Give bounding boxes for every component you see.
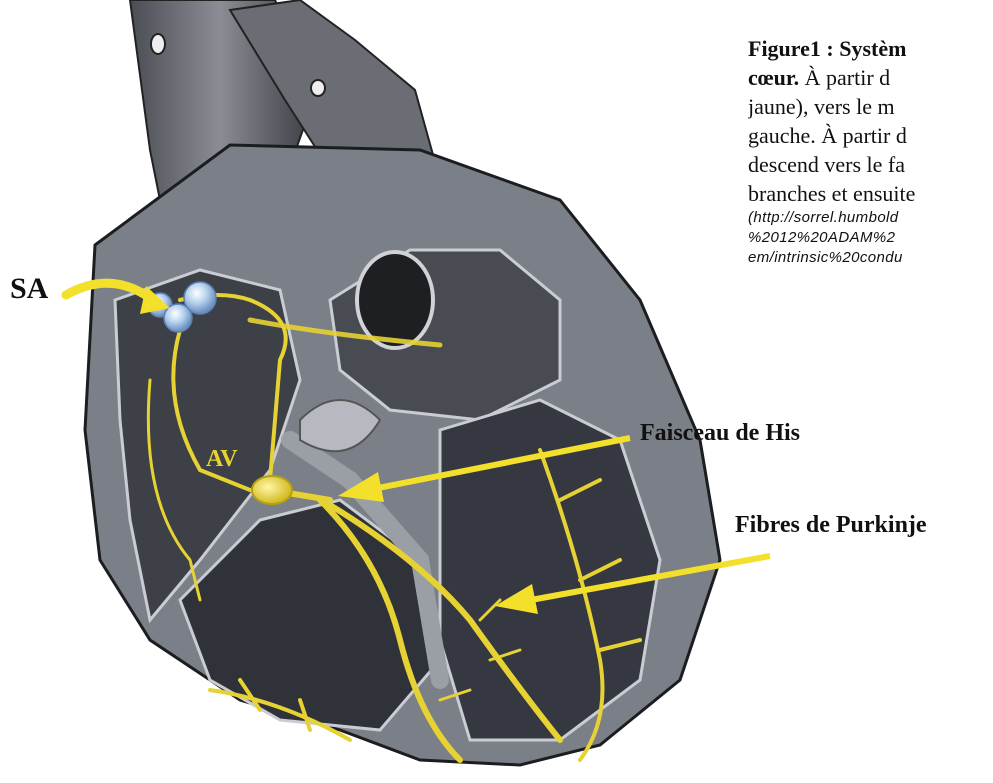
figure-caption: Figure1 : Systèm cœur. À partir d jaune)…	[748, 34, 993, 268]
caption-bold-word: cœur.	[748, 65, 799, 90]
av-label: AV	[206, 446, 238, 473]
caption-source-url-1: (http://sorrel.humbold	[748, 208, 993, 228]
caption-source-url-3: em/intrinsic%20condu	[748, 248, 993, 268]
vessel-opening-1	[151, 34, 165, 54]
vessel-opening-2	[311, 80, 325, 96]
caption-line-6: branches et ensuite	[748, 179, 993, 208]
caption-title: Figure1 : Systèm	[748, 34, 993, 63]
caption-source-url-2: %2012%20ADAM%2	[748, 228, 993, 248]
caption-line-3: jaune), vers le m	[748, 92, 993, 121]
av-node	[252, 476, 292, 504]
caption-line-2-rest: À partir d	[799, 65, 890, 90]
purkinje-label: Fibres de Purkinje	[735, 512, 927, 539]
pulmonary-vein-opening	[357, 252, 433, 348]
his-bundle-label: Faisceau de His	[640, 420, 800, 447]
caption-line-2: cœur. À partir d	[748, 63, 993, 92]
sa-label: SA	[10, 272, 48, 306]
caption-line-4: gauche. À partir d	[748, 121, 993, 150]
caption-line-5: descend vers le fa	[748, 150, 993, 179]
